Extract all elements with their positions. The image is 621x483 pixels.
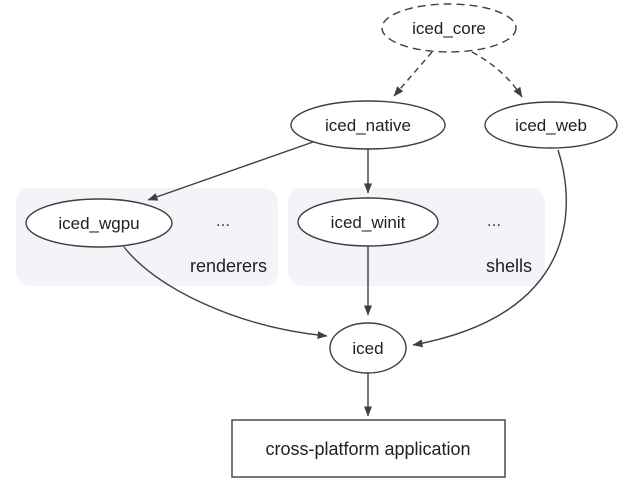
edge-iced-core-to-iced-web	[471, 51, 523, 98]
application-rect	[231, 419, 506, 478]
iced-native-ellipse	[290, 100, 446, 150]
iced-core-label: iced_core	[412, 19, 486, 38]
node-iced-web: iced_web	[484, 101, 618, 149]
iced-ellipse	[329, 322, 407, 374]
iced-winit-label: iced_winit	[331, 213, 406, 232]
node-application: cross-platform application	[231, 419, 506, 478]
iced-winit-ellipse	[297, 197, 439, 247]
iced-native-label: iced_native	[325, 116, 411, 135]
node-iced-wgpu: iced_wgpu	[25, 198, 173, 248]
group-renderers-label: renderers	[190, 256, 267, 276]
node-iced: iced	[329, 322, 407, 374]
iced-label: iced	[352, 339, 383, 358]
edge-iced-wgpu-to-iced	[123, 246, 328, 340]
application-label: cross-platform application	[265, 439, 470, 459]
iced-core-ellipse	[381, 3, 517, 53]
iced-wgpu-ellipse	[25, 198, 173, 248]
node-iced-native: iced_native	[290, 100, 446, 150]
shells-ellipsis: ...	[487, 211, 501, 230]
node-iced-winit: iced_winit	[297, 197, 439, 247]
group-shells-label: shells	[486, 256, 532, 276]
edge-iced-core-to-iced-native	[393, 51, 433, 97]
renderers-ellipsis: ...	[216, 211, 230, 230]
edge-iced-native-to-iced-wgpu	[147, 141, 314, 201]
iced-web-ellipse	[484, 101, 618, 149]
iced-wgpu-label: iced_wgpu	[58, 214, 139, 233]
node-iced-core: iced_core	[381, 3, 517, 53]
iced-web-label: iced_web	[515, 116, 587, 135]
edge-iced-web-to-iced	[412, 149, 567, 348]
